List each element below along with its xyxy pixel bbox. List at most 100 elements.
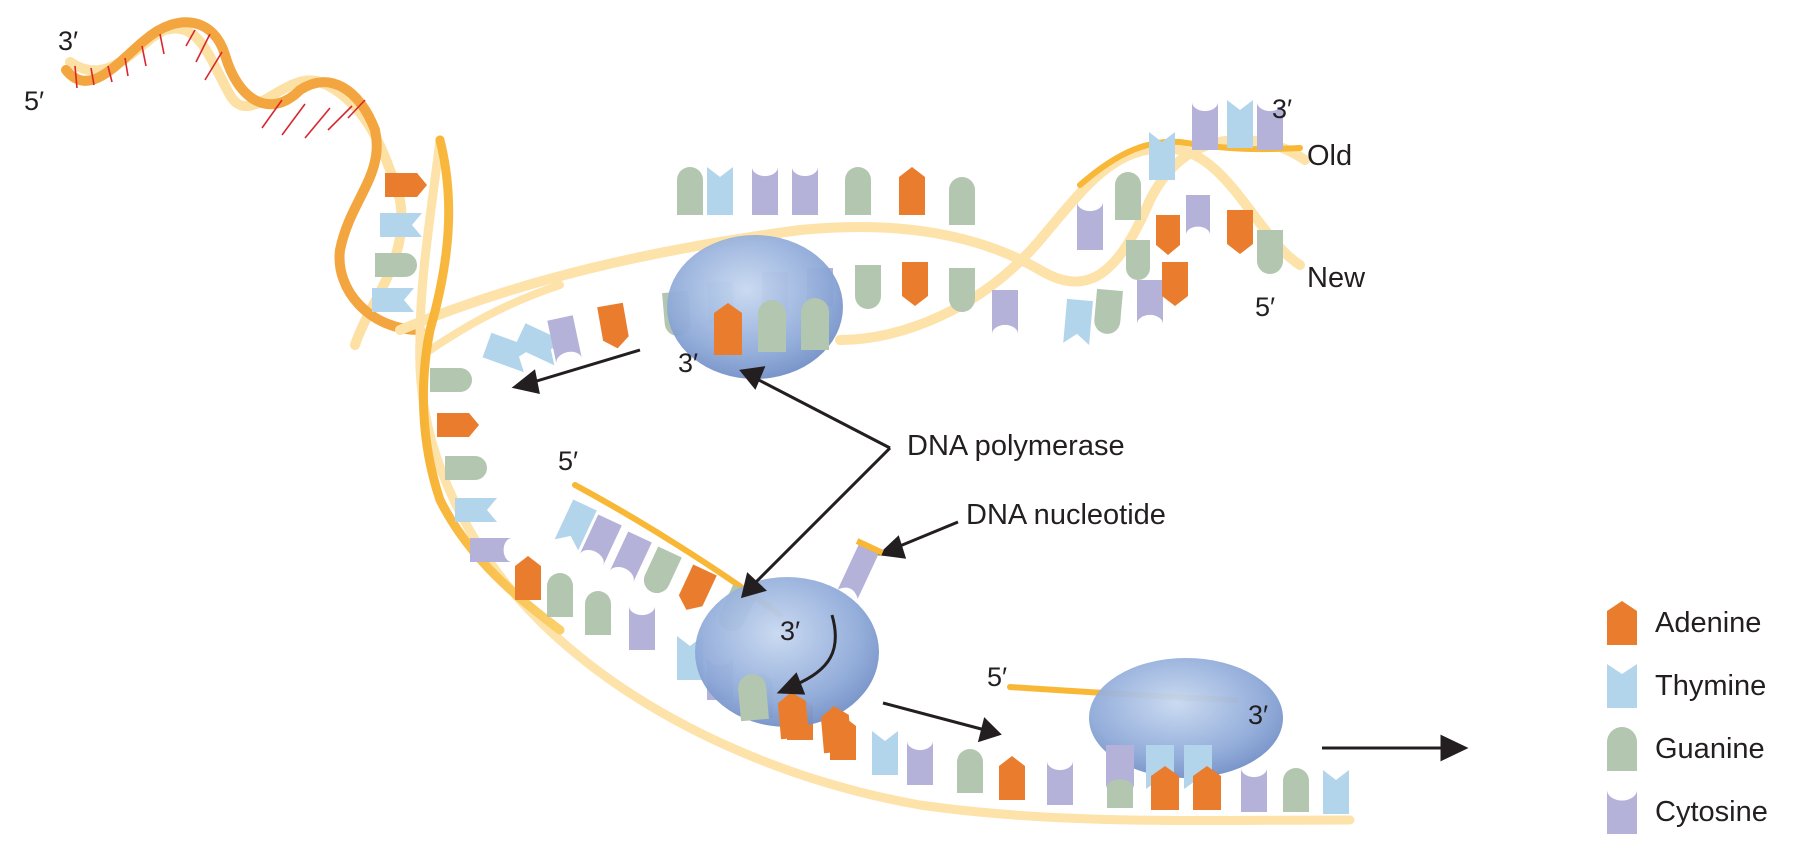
legend-label-thymine: Thymine <box>1655 670 1766 702</box>
end-label-leading-3: 3′ <box>678 348 698 378</box>
guanine-base <box>375 253 417 277</box>
cytosine-base <box>470 538 512 562</box>
thymine-base <box>482 332 533 373</box>
free-dna-nucleotide <box>837 538 884 599</box>
thymine-base <box>1149 132 1175 180</box>
parental-strand-orange <box>61 17 425 335</box>
cytosine-base <box>1047 761 1073 805</box>
adenine-base <box>1193 766 1221 810</box>
end-label-lagging-b-3: 3′ <box>1248 700 1268 730</box>
guanine-icon <box>1607 727 1637 771</box>
adenine-base <box>678 564 717 610</box>
polymerase-leading <box>667 235 843 379</box>
guanine-base <box>430 368 472 392</box>
adenine-base <box>385 173 427 197</box>
guanine-base <box>643 546 682 594</box>
adenine-base <box>437 413 479 437</box>
arrow-head-lagging <box>977 717 1002 743</box>
legend-label-adenine: Adenine <box>1655 607 1761 639</box>
adenine-base <box>820 706 852 754</box>
guanine-base <box>1126 240 1150 280</box>
guanine-base <box>585 591 611 635</box>
polymerase-lagging-2 <box>1089 658 1283 778</box>
cytosine-base <box>1137 280 1163 324</box>
arrow-head-incorporation <box>776 672 806 695</box>
guanine-base <box>1257 230 1283 274</box>
right-new-strand <box>835 143 1305 345</box>
adenine-base <box>902 262 928 306</box>
leading-template-strand <box>395 134 1310 335</box>
thymine-base <box>554 499 597 551</box>
arrow-head-nucleotide <box>877 535 907 559</box>
thymine-base <box>707 167 733 215</box>
dna-polymerase-label: DNA polymerase <box>907 430 1125 462</box>
end-label-lagging-b-5: 5′ <box>987 662 1007 692</box>
guanine-base <box>855 265 881 309</box>
end-label-right-5: 5′ <box>1255 292 1275 322</box>
leading-strand-region <box>395 134 1310 354</box>
thymine-base <box>455 498 497 522</box>
adenine-base <box>1162 262 1188 306</box>
guanine-base <box>445 456 487 480</box>
guanine-base <box>1094 288 1123 334</box>
thymine-base <box>514 323 566 366</box>
end-label-top-left-3: 3′ <box>58 26 78 56</box>
cytosine-base <box>1186 195 1210 235</box>
end-label-right-3: 3′ <box>1272 94 1292 124</box>
strand-end-labels: 3′ 5′ 3′ 5′ 3′ 5′ 3′ 5′ 3′ <box>24 26 1292 730</box>
end-label-top-left-5: 5′ <box>24 86 44 116</box>
cytosine-base <box>907 741 933 785</box>
adenine-base <box>999 756 1025 800</box>
thymine-base <box>380 213 422 237</box>
guanine-base <box>738 674 769 722</box>
guanine-base <box>949 268 975 312</box>
legend-label-guanine: Guanine <box>1655 733 1765 765</box>
legend-label-cytosine: Cytosine <box>1655 796 1768 828</box>
guanine-base <box>758 300 786 352</box>
adenine-base <box>597 302 629 349</box>
cytosine-base <box>792 167 818 215</box>
cytosine-base <box>579 514 622 566</box>
thymine-icon <box>1607 664 1637 708</box>
adenine-base <box>515 556 541 600</box>
cytosine-base <box>752 167 778 215</box>
cytosine-base <box>1077 202 1103 250</box>
arrows <box>511 348 1469 762</box>
guanine-base <box>547 573 573 617</box>
cytosine-icon <box>1607 790 1637 834</box>
dna-nucleotide-label: DNA nucleotide <box>966 499 1166 531</box>
dna-polymerase-enzymes <box>667 235 1283 778</box>
thymine-base <box>1227 100 1253 148</box>
new-strand-label: New <box>1307 262 1366 294</box>
parental-helix <box>61 17 425 350</box>
thymine-base <box>1323 770 1349 814</box>
cytosine-base <box>609 531 652 583</box>
thymine-base <box>1063 298 1093 345</box>
guanine-base <box>845 167 871 215</box>
arrow-head-polymerase-top <box>739 366 766 390</box>
arrow-head-polymerase-bottom <box>740 572 767 599</box>
arrow-head-fork-direction <box>1440 734 1469 762</box>
cytosine-base <box>1257 102 1283 150</box>
old-strand-label: Old <box>1307 140 1352 172</box>
guanine-base <box>1115 172 1141 220</box>
adenine-base <box>777 692 809 740</box>
guanine-base <box>677 167 703 215</box>
adenine-base <box>899 167 925 215</box>
guanine-base <box>949 177 975 225</box>
lagging-template-strand <box>415 135 1355 826</box>
cytosine-base <box>1106 745 1134 789</box>
adenine-base <box>1156 215 1180 255</box>
arrow-head-leading <box>511 369 540 394</box>
cytosine-base <box>1241 768 1267 812</box>
guanine-base <box>1283 768 1309 812</box>
end-label-lagging-a-5: 5′ <box>558 446 578 476</box>
parental-hydrogen-bonds <box>74 29 366 139</box>
cytosine-base <box>1192 102 1218 150</box>
guanine-base <box>957 749 983 793</box>
adenine-base <box>714 303 742 355</box>
adenine-base <box>1227 210 1253 254</box>
